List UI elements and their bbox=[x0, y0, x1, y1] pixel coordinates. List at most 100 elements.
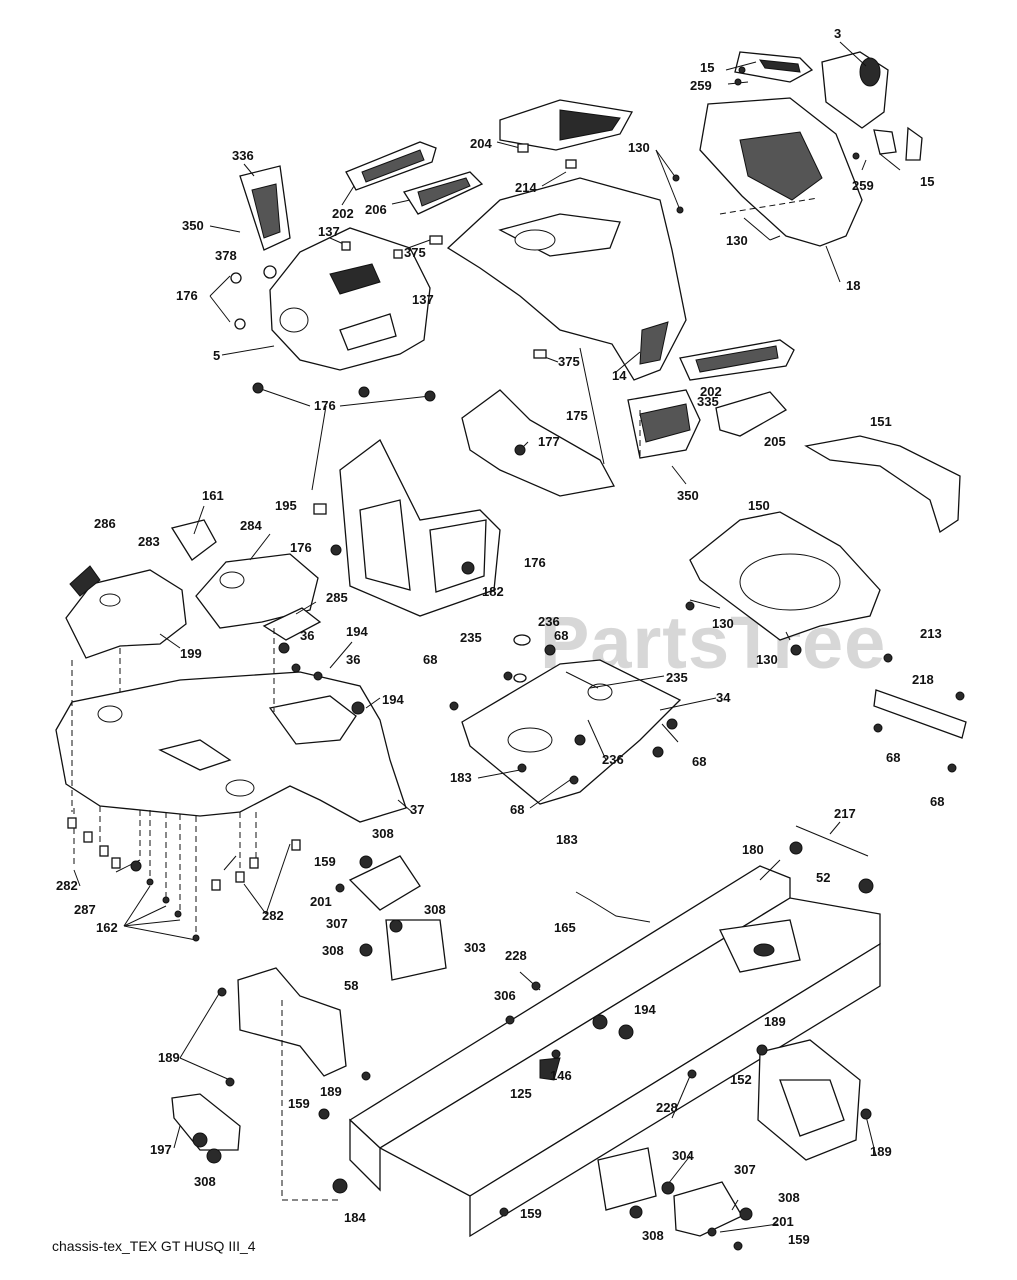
callout-194: 194 bbox=[382, 692, 404, 707]
callout-213: 213 bbox=[920, 626, 942, 641]
part-197-plate bbox=[171, 1093, 241, 1151]
part-5-dash-console bbox=[269, 227, 431, 371]
callout-68: 68 bbox=[510, 802, 524, 817]
callout-201: 201 bbox=[310, 894, 332, 909]
callout-37: 37 bbox=[410, 802, 424, 817]
callout-68: 68 bbox=[554, 628, 568, 643]
part-283-fender-cover-left bbox=[65, 569, 187, 659]
part-202-front-grille-right bbox=[679, 339, 795, 381]
assembly-dashed-lines bbox=[71, 197, 819, 1201]
callout-202: 202 bbox=[332, 206, 354, 221]
callout-228: 228 bbox=[505, 948, 527, 963]
part-151-support bbox=[804, 435, 961, 534]
part-217-rod bbox=[789, 825, 874, 894]
part-204-hood-top bbox=[499, 99, 634, 151]
callout-36: 36 bbox=[300, 628, 314, 643]
part-307-plate-lower bbox=[673, 1181, 743, 1237]
callout-137: 137 bbox=[318, 224, 340, 239]
callout-195: 195 bbox=[275, 498, 297, 513]
callout-304: 304 bbox=[672, 1148, 694, 1163]
callout-350: 350 bbox=[182, 218, 204, 233]
callout-18: 18 bbox=[846, 278, 860, 293]
callout-308: 308 bbox=[424, 902, 446, 917]
part-161-lever bbox=[170, 519, 217, 561]
callout-177: 177 bbox=[538, 434, 560, 449]
part-3-headlight-housing bbox=[821, 51, 889, 129]
callout-308: 308 bbox=[322, 943, 344, 958]
callout-159: 159 bbox=[520, 1206, 542, 1221]
callout-183: 183 bbox=[450, 770, 472, 785]
callout-308: 308 bbox=[778, 1190, 800, 1205]
callout-15: 15 bbox=[700, 60, 714, 75]
callout-282: 282 bbox=[56, 878, 78, 893]
callout-375: 375 bbox=[404, 245, 426, 260]
part-34-mounting-plate bbox=[461, 659, 682, 805]
part-15-headlight-bracket bbox=[734, 51, 814, 83]
part-202-side-grille-left bbox=[345, 141, 437, 191]
part-307-plate bbox=[348, 855, 421, 911]
callout-199: 199 bbox=[180, 646, 202, 661]
callout-206: 206 bbox=[365, 202, 387, 217]
callout-236: 236 bbox=[538, 614, 560, 629]
callout-159: 159 bbox=[314, 854, 336, 869]
part-205-trim bbox=[715, 391, 788, 437]
hardware-fasteners bbox=[67, 66, 965, 1251]
callout-285: 285 bbox=[326, 590, 348, 605]
callout-130: 130 bbox=[756, 652, 778, 667]
callout-137: 137 bbox=[412, 292, 434, 307]
part-286-knob bbox=[69, 565, 101, 597]
callout-214: 214 bbox=[515, 180, 537, 195]
part-152-seat-bracket bbox=[757, 1039, 861, 1161]
callout-176: 176 bbox=[524, 555, 546, 570]
part-335-side-grille bbox=[627, 389, 701, 459]
part-285-trim bbox=[262, 607, 322, 641]
callout-197: 197 bbox=[150, 1142, 172, 1157]
callout-175: 175 bbox=[566, 408, 588, 423]
diagram-caption: chassis-tex_TEX GT HUSQ III_4 bbox=[52, 1238, 256, 1254]
part-14-hood-main bbox=[446, 177, 687, 381]
callout-159: 159 bbox=[288, 1096, 310, 1111]
part-336-side-panel bbox=[239, 165, 291, 251]
callout-183: 183 bbox=[556, 832, 578, 847]
part-175-bracket bbox=[461, 389, 615, 497]
callout-218: 218 bbox=[912, 672, 934, 687]
callout-14: 14 bbox=[612, 368, 627, 383]
callout-306: 306 bbox=[494, 988, 516, 1003]
callout-194: 194 bbox=[634, 1002, 656, 1017]
callout-3: 3 bbox=[834, 26, 841, 41]
callout-36: 36 bbox=[346, 652, 360, 667]
callout-308: 308 bbox=[372, 826, 394, 841]
callout-189: 189 bbox=[158, 1050, 180, 1065]
callout-335: 335 bbox=[697, 394, 719, 409]
callout-284: 284 bbox=[240, 518, 262, 533]
callout-378: 378 bbox=[215, 248, 237, 263]
callout-180: 180 bbox=[742, 842, 764, 857]
callout-152: 152 bbox=[730, 1072, 752, 1087]
callout-161: 161 bbox=[202, 488, 224, 503]
callout-282: 282 bbox=[262, 908, 284, 923]
callout-308: 308 bbox=[642, 1228, 664, 1243]
part-180-frame-rail bbox=[348, 865, 881, 1238]
part-150-floor-plate bbox=[689, 511, 881, 641]
callout-307: 307 bbox=[326, 916, 348, 931]
callout-176: 176 bbox=[290, 540, 312, 555]
callout-68: 68 bbox=[692, 754, 706, 769]
callout-34: 34 bbox=[716, 690, 731, 705]
callout-336: 336 bbox=[232, 148, 254, 163]
part-218-bracket bbox=[873, 689, 967, 739]
callout-259: 259 bbox=[852, 178, 874, 193]
callout-375: 375 bbox=[558, 354, 580, 369]
callout-283: 283 bbox=[138, 534, 160, 549]
part-206-panel bbox=[402, 171, 484, 215]
callout-307: 307 bbox=[734, 1162, 756, 1177]
part-304-bracket bbox=[597, 1147, 657, 1211]
callout-130: 130 bbox=[726, 233, 748, 248]
callout-201: 201 bbox=[772, 1214, 794, 1229]
callout-58: 58 bbox=[344, 978, 358, 993]
callout-308: 308 bbox=[194, 1174, 216, 1189]
callout-350: 350 bbox=[677, 488, 699, 503]
callout-162: 162 bbox=[96, 920, 118, 935]
part-15-lamp-right bbox=[873, 126, 923, 161]
callout-68: 68 bbox=[930, 794, 944, 809]
